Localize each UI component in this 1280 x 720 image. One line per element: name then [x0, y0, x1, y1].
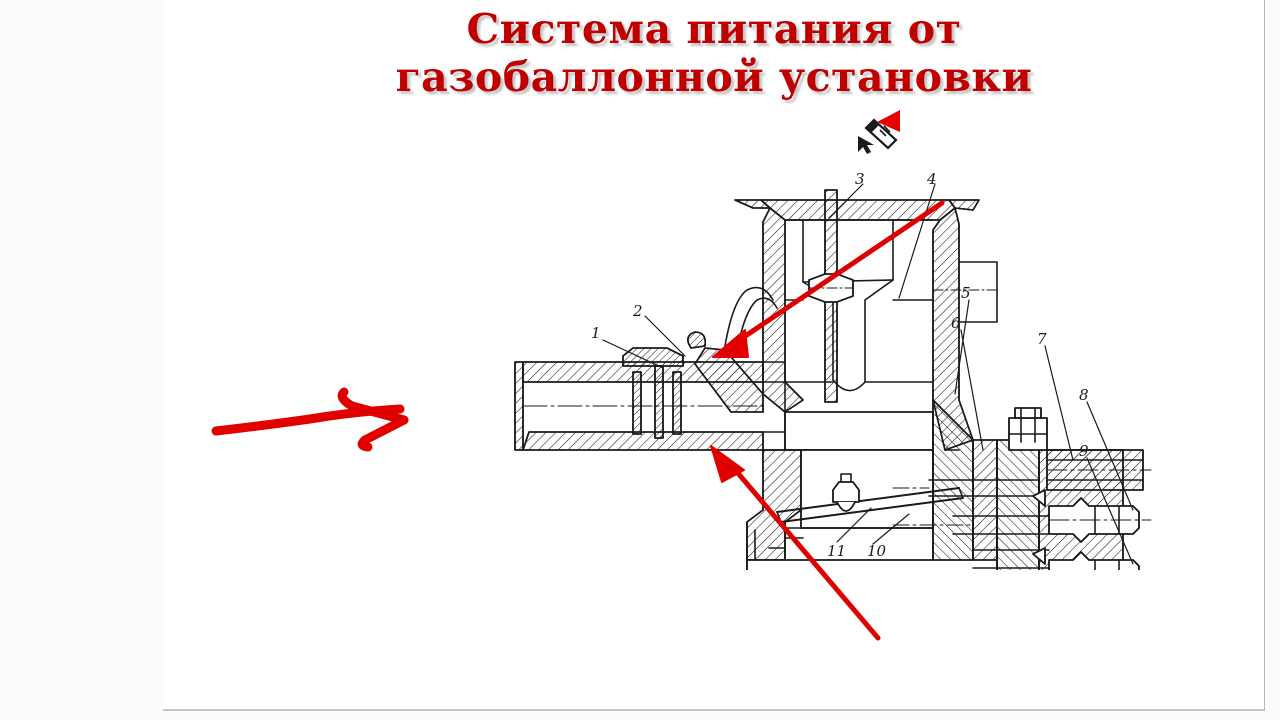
- callout-label: 10: [867, 542, 887, 560]
- title-line-1: Система питания от: [466, 5, 962, 53]
- callout-label: 1: [591, 324, 601, 342]
- title-line-2: газобаллонной установки: [395, 53, 1033, 101]
- pen-ink-flag-icon: [877, 110, 900, 132]
- callout-label: 9: [1079, 442, 1089, 460]
- callout-label: 11: [827, 542, 846, 560]
- callout-label: 3: [855, 170, 865, 188]
- callout-label: 5: [961, 284, 971, 302]
- pen-annotation-cursor[interactable]: [852, 108, 908, 160]
- technical-drawing-figure: 1 2 3 4 5 6 7 8 9 10 11: [333, 150, 1153, 570]
- callout-label: 6: [951, 314, 961, 332]
- callout-label: 4: [926, 170, 937, 188]
- callout-label: 7: [1037, 330, 1047, 348]
- callout-label: 2: [632, 302, 643, 320]
- pencil-icon: [864, 118, 898, 150]
- mouse-pointer-icon: [858, 136, 874, 154]
- callout-label: 8: [1079, 386, 1089, 404]
- slide-canvas[interactable]: Система питания от газобаллонной установ…: [163, 0, 1265, 711]
- slide-title: Система питания от газобаллонной установ…: [163, 5, 1264, 101]
